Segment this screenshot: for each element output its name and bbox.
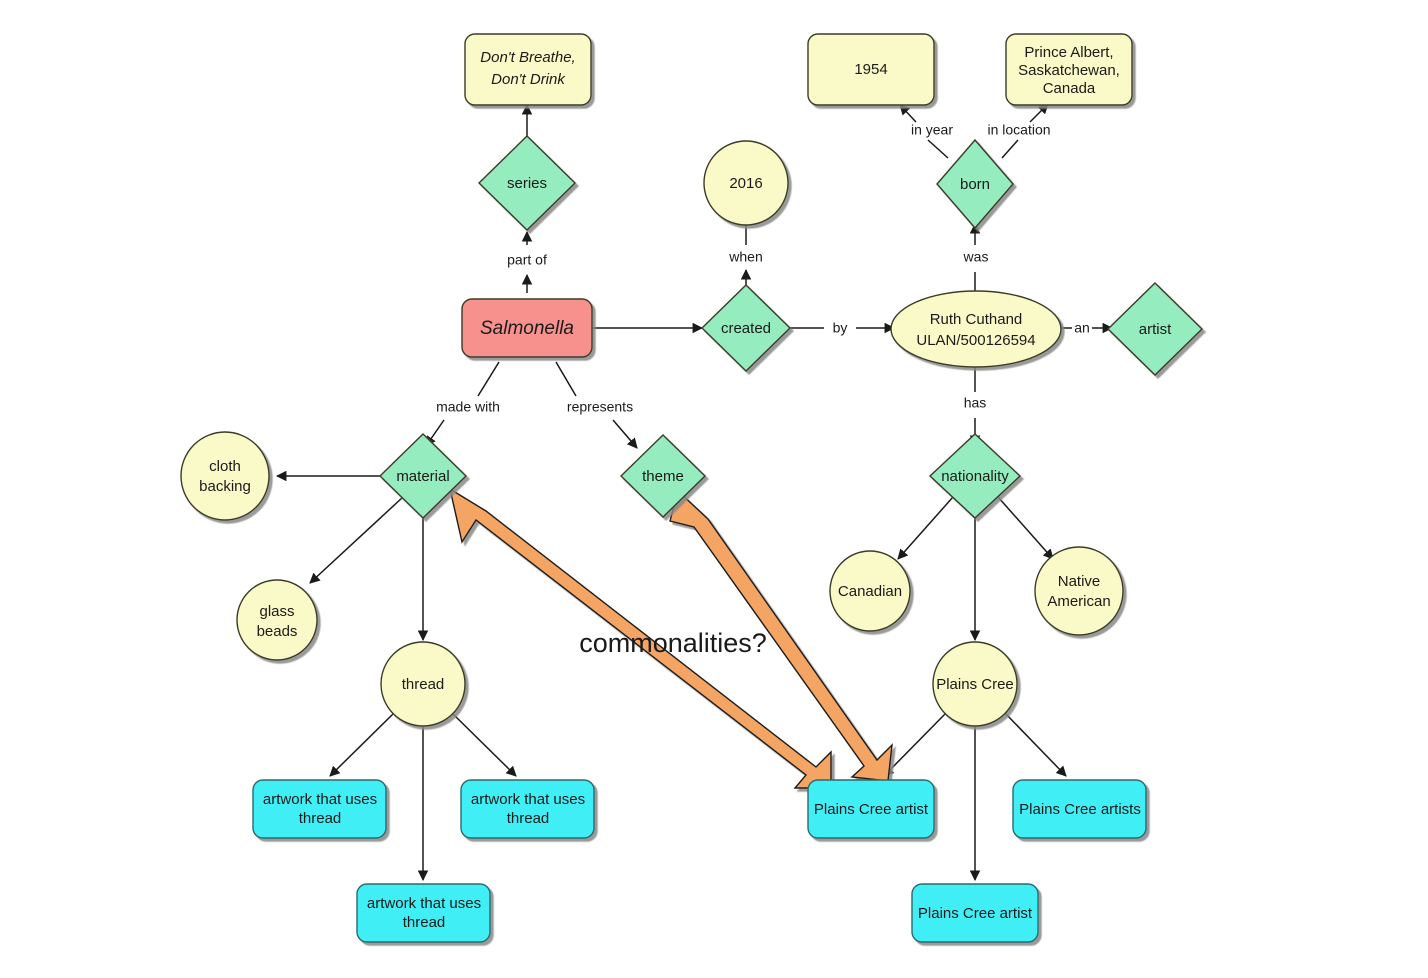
node-birth-year[interactable]: 1954 — [807, 33, 935, 106]
edge-material-to-beads — [309, 496, 404, 584]
edge-label-has: has — [964, 395, 987, 411]
edge-thread-to-artwork1 — [329, 712, 395, 777]
node-native-american[interactable]: Native American — [1034, 546, 1124, 636]
edge-label-was: was — [963, 249, 989, 265]
edge-label-represents: represents — [567, 399, 633, 415]
node-plains-cree-artists[interactable]: Plains Cree artists — [1012, 779, 1147, 839]
cloth-backing-line2: backing — [199, 478, 251, 495]
commonalities-annotation: commonalities? — [579, 628, 767, 658]
edge-thread-to-artwork2 — [451, 712, 517, 777]
commonalities-arrows-layer[interactable] — [448, 487, 893, 789]
node-series-title[interactable]: Don't Breathe, Don't Drink — [464, 33, 592, 106]
plains-cree-artist-1-label: Plains Cree artist — [814, 801, 929, 818]
plains-cree-artists-label: Plains Cree artists — [1019, 801, 1141, 818]
edge-nationality-to-canadian — [897, 496, 954, 560]
node-canadian[interactable]: Canadian — [829, 550, 911, 632]
created-label: created — [721, 320, 771, 337]
artwork-thread-3-line1: artwork that uses — [367, 895, 481, 912]
series-title-line1: Don't Breathe, — [480, 49, 575, 66]
node-theme[interactable]: theme — [619, 434, 707, 518]
edge-label-in-year: in year — [911, 122, 953, 138]
edge-salmonella-to-madewith — [477, 361, 500, 397]
series-label: series — [507, 175, 547, 192]
node-thread[interactable]: thread — [380, 641, 466, 727]
edge-label-an: an — [1074, 320, 1090, 336]
salmonella-label: Salmonella — [480, 318, 574, 339]
edge-inyear-to-1954 — [899, 104, 917, 123]
edge-plainscree-to-artist1 — [883, 712, 947, 777]
edge-label-in-location: in location — [987, 122, 1050, 138]
native-american-line1: Native — [1058, 573, 1101, 590]
artwork-thread-3-line2: thread — [403, 914, 446, 931]
edge-born-to-inlocation — [1001, 139, 1019, 159]
edge-inlocation-to-place — [1029, 103, 1049, 123]
nodes-layer: Don't Breathe, Don't Drink series part o… — [180, 33, 1204, 943]
year-2016-label: 2016 — [729, 175, 762, 192]
canadian-label: Canadian — [838, 583, 902, 600]
nationality-label: nationality — [941, 468, 1009, 485]
edge-represents-to-theme — [612, 419, 638, 449]
edge-salmonella-to-represents — [555, 361, 577, 397]
edge-label-when: when — [728, 249, 762, 265]
birth-place-line1: Prince Albert, — [1024, 44, 1113, 61]
node-birth-place[interactable]: Prince Albert, Saskatchewan, Canada — [1005, 33, 1133, 106]
artwork-thread-1-line2: thread — [299, 810, 342, 827]
node-plains-cree-artist-2[interactable]: Plains Cree artist — [911, 883, 1039, 943]
edge-label-part-of: part of — [507, 252, 547, 268]
node-salmonella[interactable]: Salmonella — [461, 298, 593, 358]
edge-plainscree-to-artists — [1004, 712, 1067, 777]
node-artwork-thread-1[interactable]: artwork that uses thread — [252, 779, 387, 839]
theme-label: theme — [642, 468, 684, 485]
glass-beads-line2: beads — [257, 623, 298, 640]
plains-cree-label: Plains Cree — [936, 676, 1014, 693]
edge-label-by: by — [833, 320, 848, 336]
node-cloth-backing[interactable]: cloth backing — [180, 431, 270, 521]
thread-label: thread — [402, 676, 445, 693]
glass-beads-line1: glass — [259, 603, 294, 620]
node-artwork-thread-3[interactable]: artwork that uses thread — [356, 883, 491, 943]
artwork-thread-1-line1: artwork that uses — [263, 791, 377, 808]
node-year-2016[interactable]: 2016 — [703, 140, 789, 226]
cloth-backing-line1: cloth — [209, 458, 241, 475]
node-nationality[interactable]: nationality — [928, 433, 1022, 519]
birth-year-label: 1954 — [854, 61, 887, 78]
birth-place-line3: Canada — [1043, 80, 1096, 97]
artist-name-line1: Ruth Cuthand — [930, 311, 1023, 328]
native-american-line2: American — [1047, 593, 1110, 610]
artist-name-line2: ULAN/500126594 — [916, 332, 1035, 349]
node-material[interactable]: material — [378, 433, 468, 519]
birth-place-line2: Saskatchewan, — [1018, 62, 1120, 79]
edge-nationality-to-native — [997, 496, 1054, 560]
material-label: material — [396, 468, 449, 485]
node-plains-cree-artist-1[interactable]: Plains Cree artist — [807, 779, 935, 839]
edge-label-made-with: made with — [436, 399, 500, 415]
node-series[interactable]: series — [477, 135, 577, 231]
born-label: born — [960, 176, 990, 193]
node-artwork-thread-2[interactable]: artwork that uses thread — [460, 779, 595, 839]
node-created[interactable]: created — [700, 284, 792, 372]
artist-label: artist — [1139, 321, 1172, 338]
node-glass-beads[interactable]: glass beads — [236, 579, 318, 661]
artwork-thread-2-line1: artwork that uses — [471, 791, 585, 808]
edges-layer — [275, 103, 1114, 882]
plains-cree-artist-2-label: Plains Cree artist — [918, 905, 1033, 922]
node-born[interactable]: born — [936, 138, 1014, 230]
node-artist[interactable]: artist — [1106, 282, 1204, 376]
orange-arrow-theme-to-plains-cree-artist[interactable] — [669, 489, 893, 782]
node-ruth-cuthand[interactable]: Ruth Cuthand ULAN/500126594 — [890, 290, 1062, 368]
edge-born-to-inyear — [927, 139, 949, 159]
node-plains-cree[interactable]: Plains Cree — [932, 641, 1018, 727]
series-title-line2: Don't Drink — [491, 71, 566, 88]
artwork-thread-2-line2: thread — [507, 810, 550, 827]
